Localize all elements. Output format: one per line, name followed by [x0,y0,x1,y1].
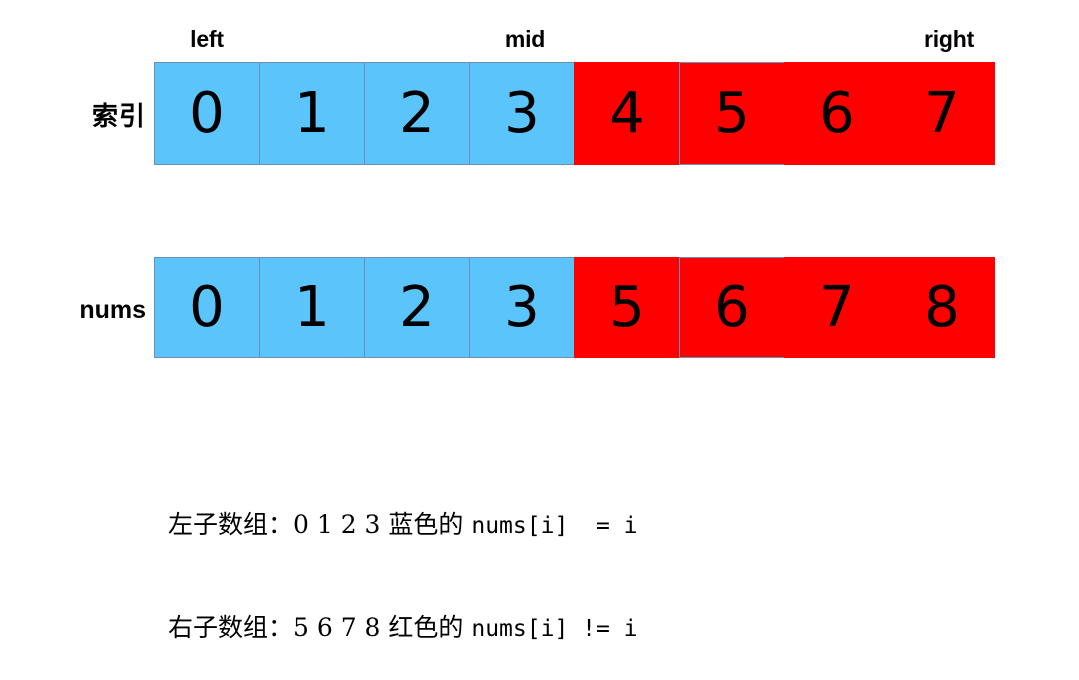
pointer-label-group: left mid right [154,24,1002,58]
legend-line1-prefix: 左子数组：0 1 2 3 蓝色的 [168,510,472,539]
row-label-nums: nums [79,296,146,324]
array-cell[interactable]: 1 [259,62,365,165]
nums-array-row: 0 1 2 3 5 6 7 8 [154,257,1002,358]
pointer-label-left: left [190,26,224,52]
diagram-canvas: { "title": "binary-search-array-diagram"… [79,24,1002,642]
legend-line2-prefix: 右子数组：5 6 7 8 红色的 [168,613,472,642]
array-cell[interactable]: 6 [784,62,890,165]
array-cell[interactable]: 4 [574,62,680,165]
array-cell[interactable]: 0 [154,257,260,358]
legend-line-right-subarray: 右子数组：5 6 7 8 红色的 nums[i] != i [168,611,638,646]
array-cell[interactable]: 8 [889,257,995,358]
legend-line-left-subarray: 左子数组：0 1 2 3 蓝色的 nums[i] = i [168,508,638,543]
index-array-row: 0 1 2 3 4 5 6 7 [154,62,1002,165]
pointer-label-right: right [923,26,975,52]
array-cell[interactable]: 2 [364,257,470,358]
legend-block: 左子数组：0 1 2 3 蓝色的 nums[i] = i 右子数组：5 6 7 … [168,440,638,680]
array-cell[interactable]: 7 [889,62,995,165]
row-label-index: 索引 [91,101,146,131]
array-cell[interactable]: 7 [784,257,890,358]
array-cell-highlighted[interactable]: 6 [679,257,785,358]
pointer-label-mid: mid [504,26,546,52]
array-cell[interactable]: 2 [364,62,470,165]
legend-line1-code: nums[i] = i [471,513,638,539]
legend-line2-code: nums[i] != i [471,616,638,642]
array-cell[interactable]: 3 [469,62,575,165]
array-cell[interactable]: 1 [259,257,365,358]
array-cell[interactable]: 0 [154,62,260,165]
array-cell[interactable]: 3 [469,257,575,358]
array-cell[interactable]: 5 [574,257,680,358]
array-cell-highlighted[interactable]: 5 [679,62,785,165]
